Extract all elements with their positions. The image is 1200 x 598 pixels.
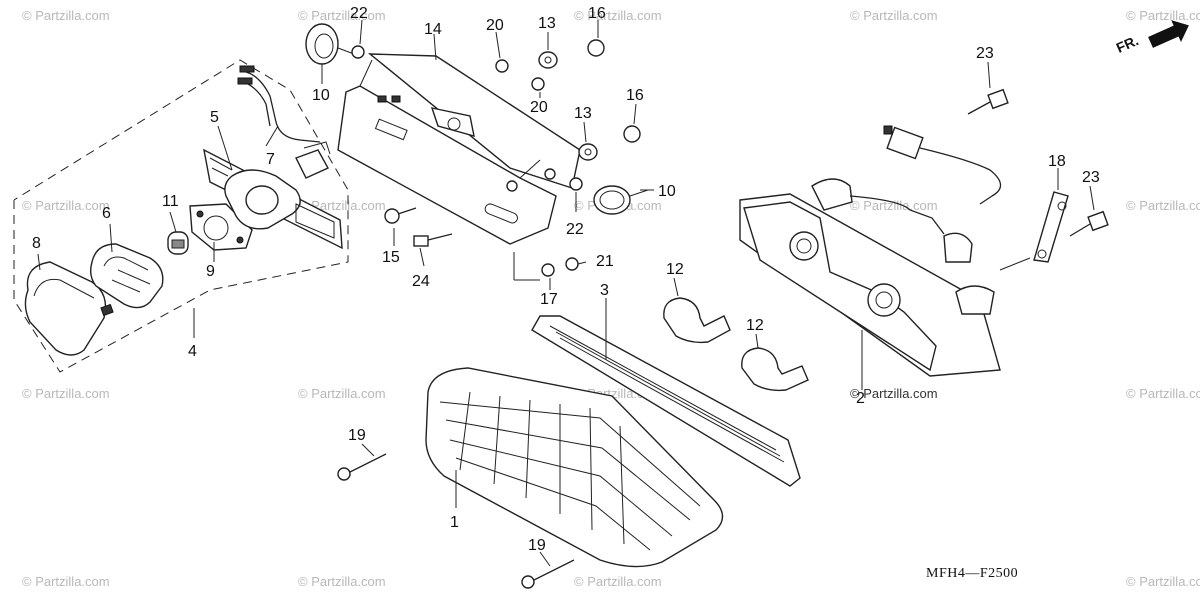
callout-16-mid: 16 bbox=[626, 87, 644, 104]
callout-24: 24 bbox=[412, 273, 430, 290]
bolt-part-23-bottom bbox=[1069, 210, 1109, 237]
watermark: © Partzilla.com bbox=[574, 8, 662, 23]
watermark: © Partzilla.com bbox=[298, 8, 386, 23]
watermark: © Partzilla.com bbox=[850, 198, 938, 213]
nut-part-21 bbox=[565, 257, 579, 271]
callout-22-mid: 22 bbox=[566, 221, 584, 238]
nut-part-20-bottom bbox=[531, 77, 545, 91]
callout-23-top: 23 bbox=[976, 45, 994, 62]
callout-11: 11 bbox=[162, 193, 179, 210]
callout-12-a: 12 bbox=[666, 261, 684, 278]
callout-10-right: 10 bbox=[658, 183, 676, 200]
bracket-part-18 bbox=[1033, 191, 1069, 263]
callout-18: 18 bbox=[1048, 153, 1066, 170]
watermark: © Partzilla.com bbox=[850, 8, 938, 23]
nut-part-22-mid bbox=[569, 177, 583, 191]
grommet-part-10-top bbox=[305, 23, 355, 65]
callout-20-bottom: 20 bbox=[530, 99, 548, 116]
license-bracket-part-14 bbox=[337, 53, 581, 245]
bulb-part-12-a bbox=[663, 297, 731, 344]
bolt-part-24 bbox=[413, 233, 453, 247]
reflector-part-5 bbox=[203, 148, 343, 250]
callout-5: 5 bbox=[210, 109, 219, 126]
callout-19-top: 19 bbox=[348, 427, 366, 444]
callout-3: 3 bbox=[600, 282, 609, 299]
watermark: © Partzilla.com bbox=[1126, 574, 1200, 589]
strip-light-part-3 bbox=[531, 315, 801, 487]
watermark: © Partzilla.com bbox=[574, 574, 662, 589]
grommet-part-16-mid bbox=[623, 125, 641, 143]
callout-19-bottom: 19 bbox=[528, 537, 546, 554]
diagram-code: MFH4—F2500 bbox=[926, 566, 1019, 581]
bolt-part-23-top bbox=[967, 88, 1009, 115]
lens-part-8 bbox=[24, 261, 114, 356]
callout-6: 6 bbox=[102, 205, 111, 222]
callout-2: 2 bbox=[856, 390, 865, 407]
callout-23-bottom: 23 bbox=[1082, 169, 1100, 186]
collar-part-13-mid bbox=[578, 143, 598, 161]
watermark: © Partzilla.com bbox=[22, 386, 110, 401]
watermark: © Partzilla.com bbox=[298, 386, 386, 401]
watermark: © Partzilla.com bbox=[1126, 8, 1200, 23]
screw-part-19-top bbox=[337, 453, 387, 481]
callout-12-b: 12 bbox=[746, 317, 764, 334]
callout-22-top: 22 bbox=[350, 5, 368, 22]
callout-13-mid: 13 bbox=[574, 105, 592, 122]
callout-13-top: 13 bbox=[538, 15, 556, 32]
callout-15: 15 bbox=[382, 249, 400, 266]
callout-16-top: 16 bbox=[588, 5, 606, 22]
watermark: © Partzilla.com bbox=[1126, 386, 1200, 401]
callout-9: 9 bbox=[206, 263, 215, 280]
callout-numbers: 1 2 3 4 5 6 7 8 9 10 10 11 12 12 13 13 1… bbox=[32, 5, 1100, 554]
wire-harness-part-7 bbox=[237, 65, 331, 179]
tail-light-subassembly-box bbox=[13, 59, 349, 373]
nut-part-22-top bbox=[351, 45, 365, 59]
grommet-part-16-top bbox=[587, 39, 605, 57]
housing-part-6 bbox=[89, 243, 164, 309]
grommet-part-10-right bbox=[593, 185, 649, 215]
callout-17: 17 bbox=[540, 291, 558, 308]
watermark: © Partzilla.com bbox=[22, 198, 110, 213]
watermark: © Partzilla.com bbox=[22, 574, 110, 589]
light-base-part-2 bbox=[739, 125, 1002, 377]
watermark: © Partzilla.com bbox=[22, 8, 110, 23]
tail-lens-part-1 bbox=[425, 367, 724, 568]
bolt-part-15 bbox=[384, 207, 417, 224]
callout-20-top: 20 bbox=[486, 17, 504, 34]
front-arrow-icon bbox=[1148, 20, 1189, 48]
watermark: © Partzilla.com bbox=[298, 574, 386, 589]
callout-10-top: 10 bbox=[312, 87, 330, 104]
collar-part-13-top bbox=[538, 51, 558, 69]
callout-1: 1 bbox=[450, 514, 459, 531]
leader-lines bbox=[37, 19, 1095, 567]
callout-8: 8 bbox=[32, 235, 41, 252]
callout-21: 21 bbox=[596, 253, 614, 270]
bulb-part-12-b bbox=[741, 347, 809, 392]
watermark: © Partzilla.com bbox=[1126, 198, 1200, 213]
watermark: © Partzilla.com bbox=[850, 386, 938, 401]
callout-4: 4 bbox=[188, 343, 197, 360]
bulb-part-11 bbox=[167, 231, 189, 255]
screw-part-19-bottom bbox=[521, 559, 575, 589]
front-direction-indicator: FR. bbox=[1114, 20, 1196, 60]
nut-part-17 bbox=[541, 263, 555, 277]
callout-14: 14 bbox=[424, 21, 442, 38]
nut-part-20-top bbox=[495, 59, 509, 73]
callout-7: 7 bbox=[266, 151, 275, 168]
